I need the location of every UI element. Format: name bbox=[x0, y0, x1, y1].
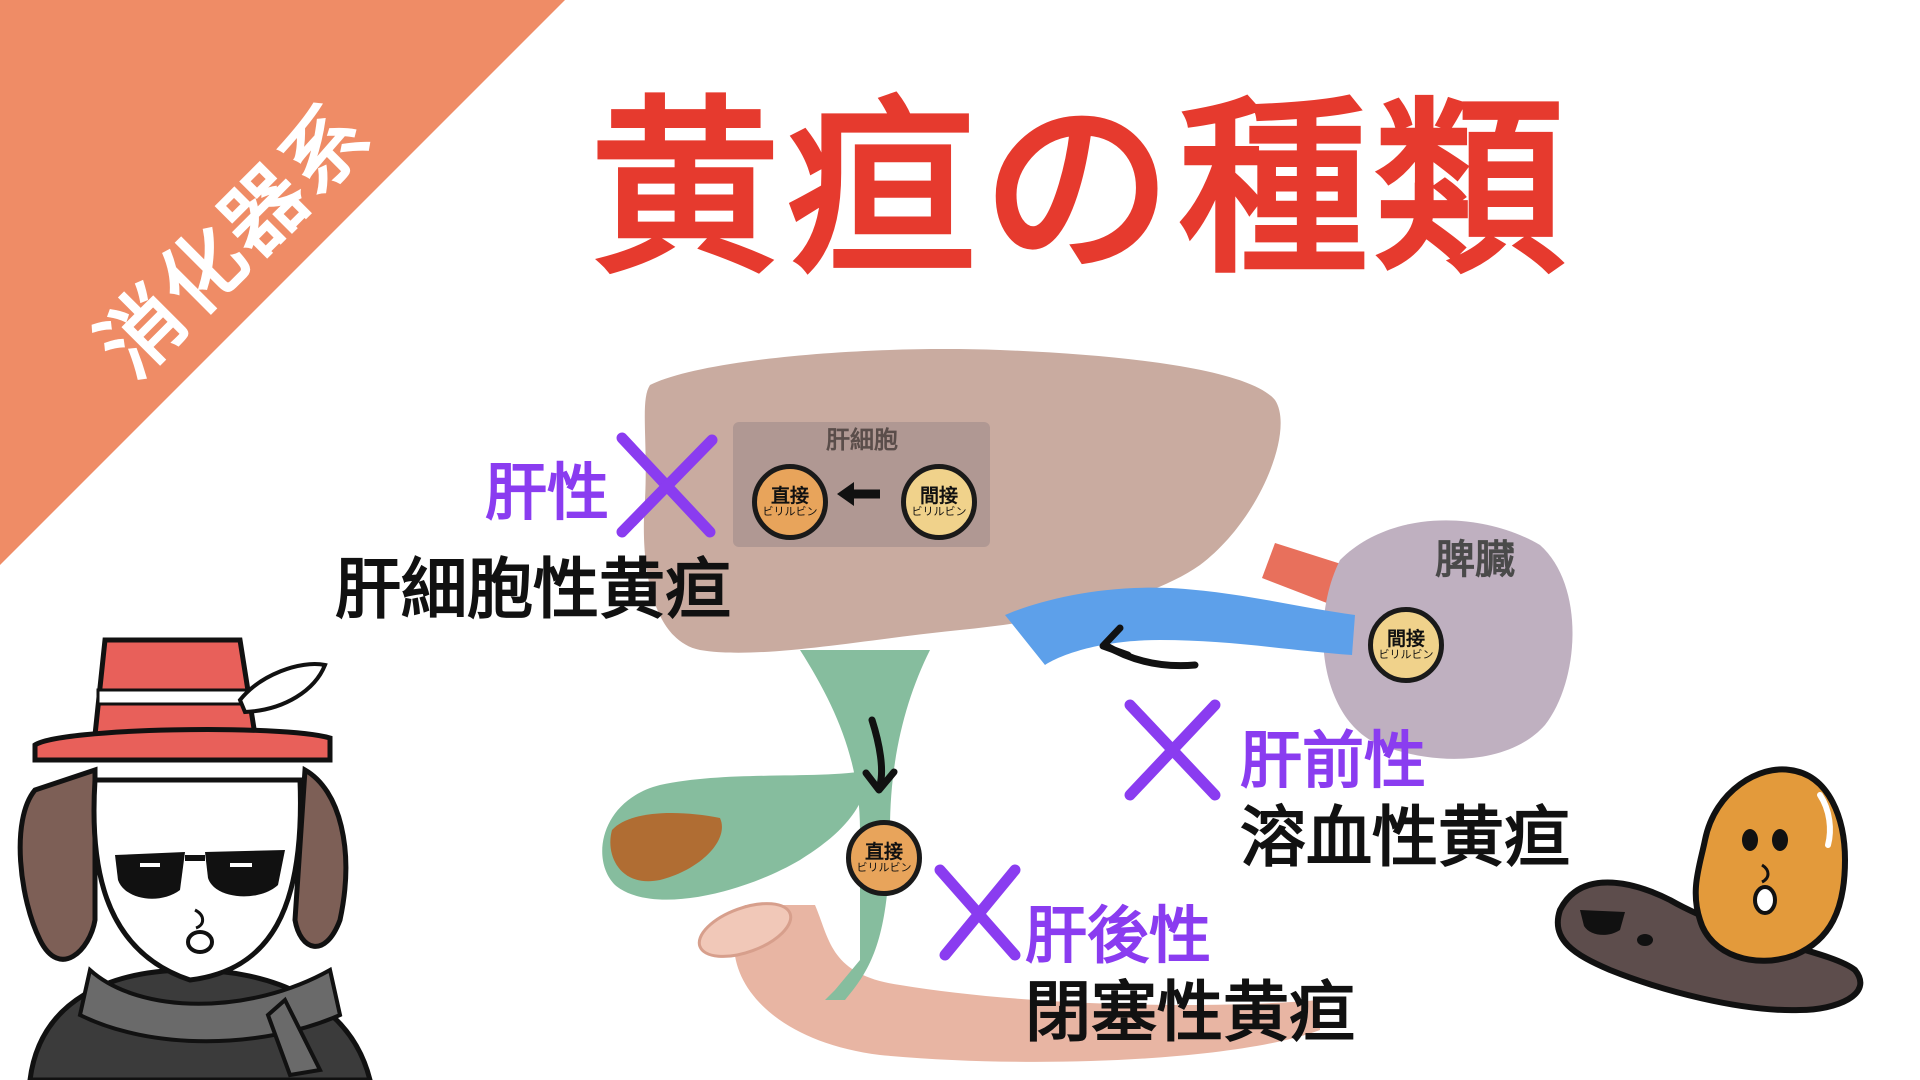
bili-sub-label: ビリルビン bbox=[762, 505, 818, 519]
posthepatic-block-mark bbox=[934, 864, 1021, 961]
prehepatic-block-mark bbox=[1124, 699, 1221, 801]
duodenum bbox=[734, 905, 1320, 1062]
spleen bbox=[1323, 520, 1573, 759]
mascot-illustration bbox=[1555, 766, 1864, 1014]
bili-main-label: 間接 bbox=[919, 484, 958, 507]
direct-bilirubin-hepatocyte: 直接 ビリルビン bbox=[752, 464, 828, 540]
spleen-label: 脾臓 bbox=[1435, 537, 1515, 583]
bili-main-label: 直接 bbox=[864, 840, 903, 863]
character-illustration bbox=[17, 637, 373, 1080]
hepatic-category: 肝性 bbox=[485, 456, 610, 529]
indirect-bilirubin-spleen: 間接 ビリルビン bbox=[1368, 607, 1444, 683]
posthepatic-category: 肝後性 bbox=[1025, 899, 1212, 972]
splenic-vein bbox=[1005, 587, 1355, 665]
hepatocyte-label: 肝細胞 bbox=[826, 426, 898, 454]
posthepatic-jaundice-name: 閉塞性黄疸 bbox=[1025, 974, 1355, 1051]
hepatic-block-mark bbox=[616, 432, 718, 538]
gallbladder-bile bbox=[610, 813, 722, 882]
direct-bilirubin-duct: 直接 ビリルビン bbox=[846, 820, 922, 896]
hepatic-jaundice-name: 肝細胞性黄疸 bbox=[335, 551, 731, 628]
bili-sub-label: ビリルビン bbox=[1378, 648, 1434, 662]
bile-flow-arrow bbox=[868, 716, 886, 789]
bili-sub-label: ビリルビン bbox=[911, 505, 967, 519]
bili-sub-label: ビリルビン bbox=[856, 861, 912, 875]
prehepatic-jaundice-name: 溶血性黄疸 bbox=[1240, 799, 1570, 876]
prehepatic-category: 肝前性 bbox=[1240, 724, 1427, 797]
bili-main-label: 直接 bbox=[770, 484, 809, 507]
indirect-bilirubin-hepatocyte: 間接 ビリルビン bbox=[901, 464, 977, 540]
duodenum-opening bbox=[697, 902, 793, 958]
page-title: 黄疸の種類 bbox=[590, 79, 1571, 300]
bili-main-label: 間接 bbox=[1386, 627, 1425, 650]
